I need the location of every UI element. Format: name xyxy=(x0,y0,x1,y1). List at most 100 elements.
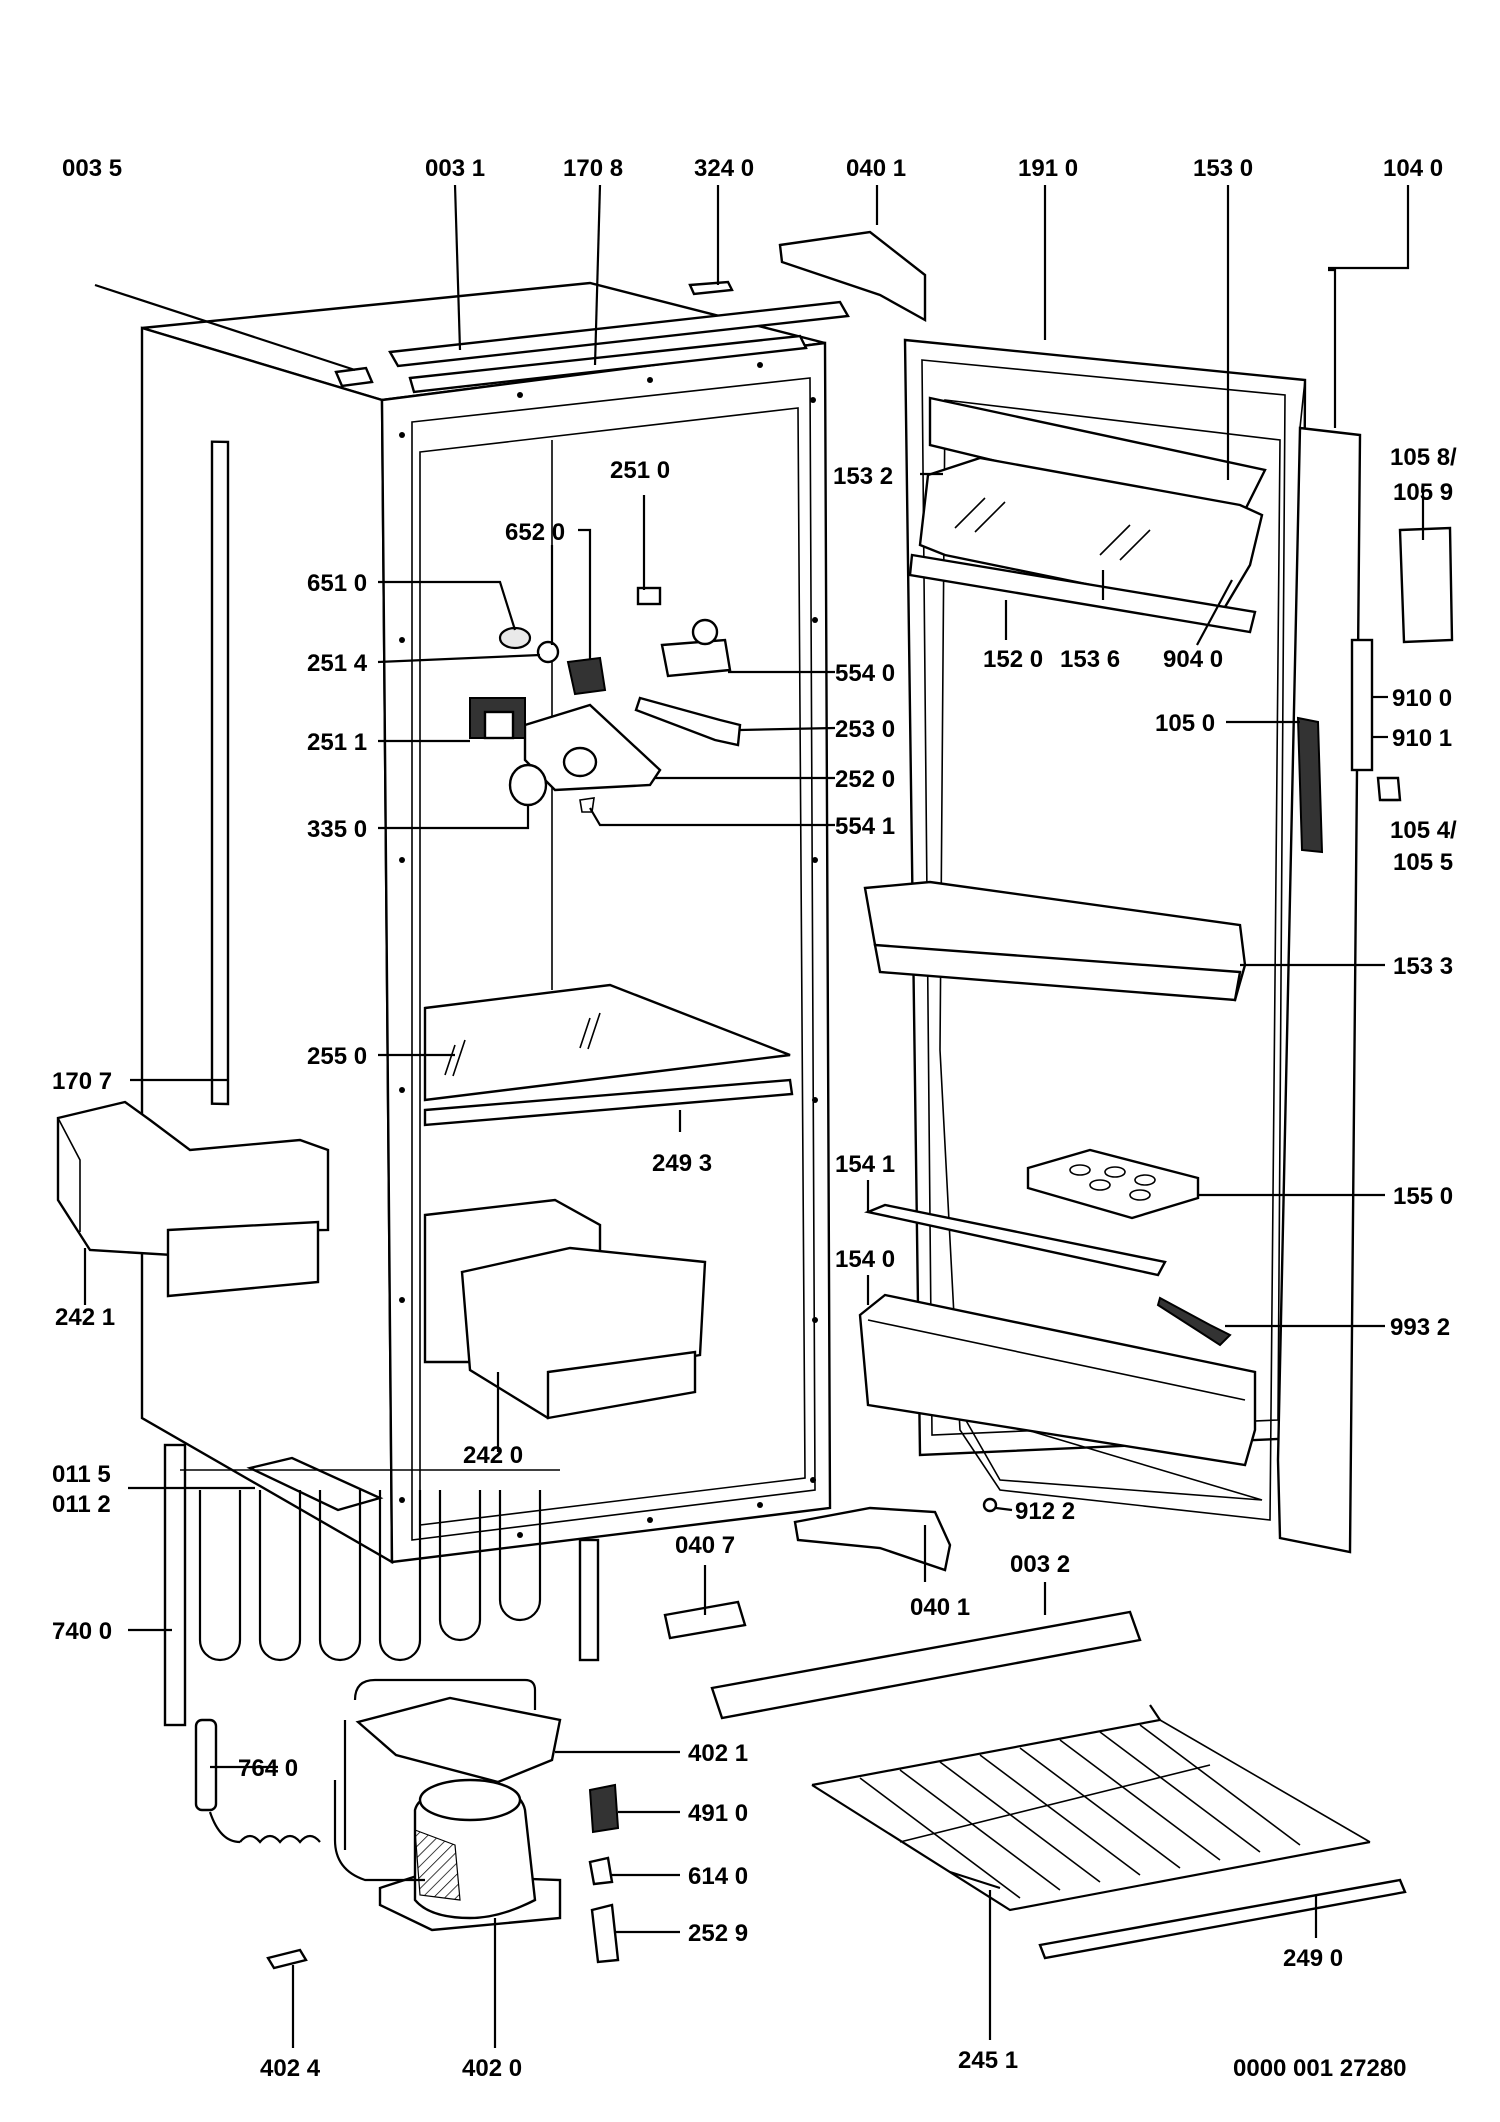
starter-clip xyxy=(588,1856,614,1886)
door-shelf-lower xyxy=(858,1293,1257,1467)
label-1059: 105 9 xyxy=(1393,479,1453,506)
dryer-filter xyxy=(194,1718,321,1844)
label-1541: 154 1 xyxy=(835,1151,895,1178)
clip-part xyxy=(688,280,734,296)
label-4910: 491 0 xyxy=(688,1800,748,1827)
label-9932: 993 2 xyxy=(1390,1314,1450,1341)
label-1533: 153 3 xyxy=(1393,953,1453,980)
hinge-plate xyxy=(663,1600,747,1640)
side-box xyxy=(56,1100,330,1298)
label-3240: 324 0 xyxy=(694,155,754,182)
screw xyxy=(982,1497,998,1513)
label-1058: 105 8/ xyxy=(1390,444,1457,471)
label-0401-top: 040 1 xyxy=(846,155,906,182)
shelf-trim xyxy=(423,1078,794,1127)
label-1540: 154 0 xyxy=(835,1246,895,1273)
label-1040: 104 0 xyxy=(1383,155,1443,182)
label-2451: 245 1 xyxy=(958,2047,1018,2074)
label-2550: 255 0 xyxy=(307,1043,367,1070)
label-2510: 251 0 xyxy=(610,457,670,484)
bottom-hinge xyxy=(793,1506,952,1572)
top-bracket-part xyxy=(334,366,374,388)
bottom-parts xyxy=(163,1443,1407,1970)
small-contact xyxy=(636,586,662,606)
wire-grille xyxy=(811,1704,1371,1912)
door-latch xyxy=(1398,526,1454,644)
door-catch xyxy=(1376,776,1402,802)
label-0031: 003 1 xyxy=(425,155,485,182)
label-7640: 764 0 xyxy=(238,1755,298,1782)
label-6510: 651 0 xyxy=(307,570,367,597)
thermostat-housing xyxy=(523,703,662,792)
label-9100: 910 0 xyxy=(1392,685,1452,712)
compartment-lid xyxy=(918,456,1264,614)
label-1532: 153 2 xyxy=(833,463,893,490)
label-2420: 242 0 xyxy=(463,1442,523,1469)
top-hinge xyxy=(778,230,927,323)
label-1050: 105 0 xyxy=(1155,710,1215,737)
top-strip-part xyxy=(408,334,808,394)
label-2529: 252 9 xyxy=(688,1920,748,1947)
label-2514: 251 4 xyxy=(307,650,368,677)
gasket-strip xyxy=(1296,716,1324,854)
hinge-cover xyxy=(1350,638,1374,772)
frame-screws xyxy=(399,362,818,1538)
door xyxy=(778,230,1454,1572)
label-1530: 153 0 xyxy=(1193,155,1253,182)
label-4020: 402 0 xyxy=(462,2055,522,2082)
side-strip-part xyxy=(210,440,230,1106)
label-9101: 910 1 xyxy=(1392,725,1452,752)
label-1520: 152 0 xyxy=(983,646,1043,673)
label-9122: 912 2 xyxy=(1015,1498,1075,1525)
label-1536: 153 6 xyxy=(1060,646,1120,673)
label-0112: 011 2 xyxy=(52,1491,111,1518)
label-2493: 249 3 xyxy=(652,1150,712,1177)
glass-shelf xyxy=(423,983,791,1102)
compressor xyxy=(378,1778,562,1932)
compressor-mount xyxy=(355,1696,562,1784)
label-2511: 251 1 xyxy=(307,729,367,756)
label-9040: 904 0 xyxy=(1163,646,1223,673)
lamp-ring xyxy=(536,640,560,664)
label-3350: 335 0 xyxy=(307,816,367,843)
label-2530: 253 0 xyxy=(835,716,895,743)
label-0115: 011 5 xyxy=(52,1461,111,1488)
label-1550: 155 0 xyxy=(1393,1183,1453,1210)
label-6520: 652 0 xyxy=(505,519,565,546)
label-2421: 242 1 xyxy=(55,1304,115,1331)
label-6140: 614 0 xyxy=(688,1863,748,1890)
egg-tray xyxy=(1026,1148,1200,1220)
label-2490: 249 0 xyxy=(1283,1945,1343,1972)
thermostat xyxy=(660,638,732,678)
mount-bracket xyxy=(266,1948,308,1970)
document-number: 0000 001 27280 xyxy=(1233,2055,1407,2082)
label-1910: 191 0 xyxy=(1018,155,1078,182)
condenser-coil xyxy=(163,1443,600,1727)
label-1054: 105 4/ xyxy=(1390,817,1457,844)
relay xyxy=(588,1783,620,1834)
lamp-bulb xyxy=(498,626,532,650)
label-2520: 252 0 xyxy=(835,766,895,793)
part-labels: 003 5 003 1 170 8 324 0 040 1 191 0 153 … xyxy=(52,155,1457,2082)
label-1055: 105 5 xyxy=(1393,849,1453,876)
label-0035: 003 5 xyxy=(62,155,122,182)
compartment-tray xyxy=(908,553,1257,634)
thermostat-knob xyxy=(508,763,548,807)
leader-lines xyxy=(83,184,1425,2048)
label-4024: 402 4 xyxy=(260,2055,321,2082)
label-0407: 040 7 xyxy=(675,1532,735,1559)
label-1708: 170 8 xyxy=(563,155,623,182)
top-rail-part xyxy=(388,300,850,368)
door-switch xyxy=(566,656,607,696)
thermostat-rod xyxy=(634,696,742,747)
interior-parts xyxy=(423,586,794,1420)
label-1707: 170 7 xyxy=(52,1068,112,1095)
label-0032: 003 2 xyxy=(1010,1551,1070,1578)
front-trim-strip xyxy=(1038,1878,1407,1960)
small-tool xyxy=(1156,1296,1232,1347)
label-4021: 402 1 xyxy=(688,1740,748,1767)
label-7400: 740 0 xyxy=(52,1618,112,1645)
label-0401-bottom: 040 1 xyxy=(910,1594,970,1621)
base-plate xyxy=(710,1610,1142,1720)
